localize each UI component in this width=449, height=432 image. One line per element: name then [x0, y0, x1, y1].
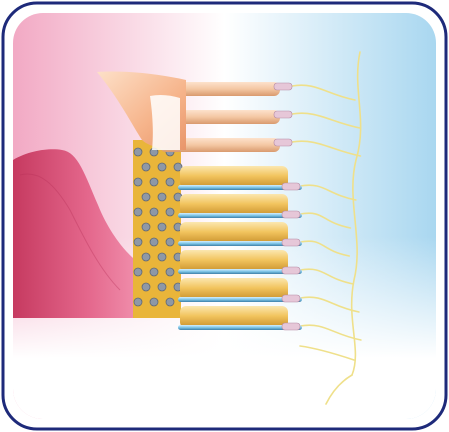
rod-body: [180, 278, 288, 300]
membrane-flap-highlight: [150, 95, 180, 150]
cell-dot: [142, 163, 150, 171]
cell-dot: [150, 238, 158, 246]
cell-dot: [134, 298, 142, 306]
rod: [178, 278, 302, 302]
cell-dot: [166, 298, 174, 306]
rod-tip: [282, 267, 300, 274]
rod-tip: [274, 83, 292, 90]
rod-tip: [274, 139, 292, 146]
rod: [178, 306, 302, 330]
cell-dot: [166, 268, 174, 276]
cell-dot: [134, 208, 142, 216]
cell-dot: [150, 268, 158, 276]
rod-tip: [282, 183, 300, 190]
cell-dot: [142, 253, 150, 261]
rod-body: [180, 306, 288, 328]
cell-dot: [142, 283, 150, 291]
cell-dot: [150, 178, 158, 186]
cell-dot: [150, 298, 158, 306]
cell-dot: [166, 238, 174, 246]
cell-dot: [158, 223, 166, 231]
rod-body: [180, 194, 288, 216]
cell-dot: [166, 178, 174, 186]
cell-dot: [142, 193, 150, 201]
rod-body: [180, 250, 288, 272]
rod-tip: [282, 211, 300, 218]
cell-dot: [134, 268, 142, 276]
cell-dot: [142, 223, 150, 231]
cell-dot: [150, 208, 158, 216]
rod-body: [180, 222, 288, 244]
rod-tip: [282, 295, 300, 302]
scene: [13, 13, 436, 419]
cell-dot: [134, 238, 142, 246]
rod: [178, 166, 302, 190]
cell-dot: [134, 148, 142, 156]
rod: [178, 250, 302, 274]
rod-body: [180, 166, 288, 188]
rod: [178, 222, 302, 246]
rod: [178, 194, 302, 218]
rod-tip: [282, 323, 300, 330]
cell-dot: [158, 193, 166, 201]
cell-dot: [158, 253, 166, 261]
cell-dot: [158, 283, 166, 291]
cell-dot: [134, 178, 142, 186]
cell-dot: [158, 163, 166, 171]
rod-tip: [282, 239, 300, 246]
cell-dot: [166, 208, 174, 216]
rod-tip: [274, 111, 292, 118]
